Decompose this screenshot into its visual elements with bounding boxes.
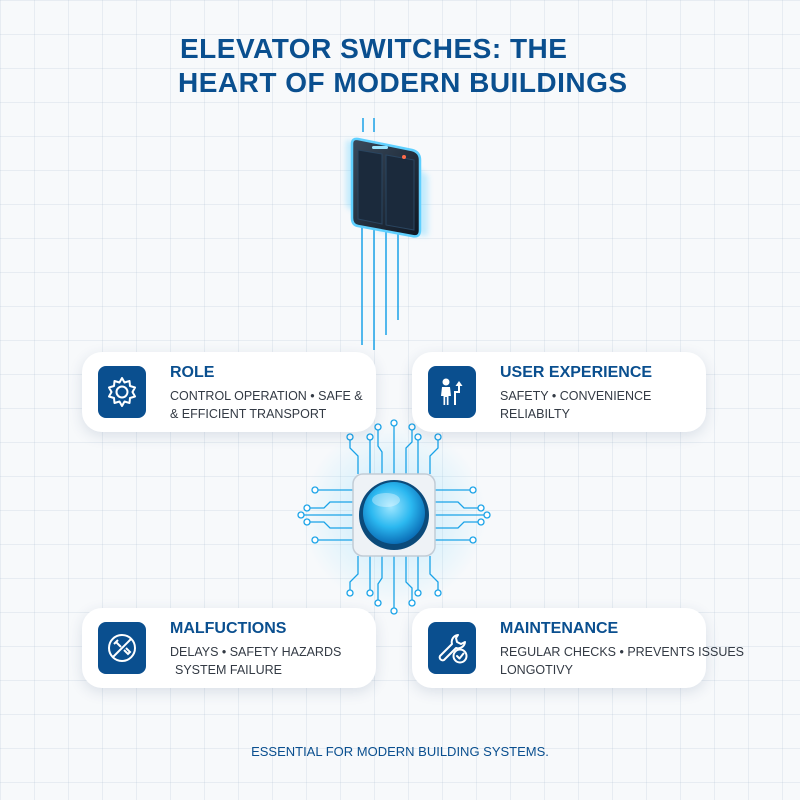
card-maintenance-heading: MAINTENANCE xyxy=(500,620,619,637)
title-line-1: ELEVATOR SWITCHES: THE xyxy=(180,33,568,64)
card-maintenance-line-1: REGULAR CHECKS • PREVENTS ISSUES xyxy=(500,645,745,659)
title-line-2: HEART OF MODERN BUILDINGS xyxy=(178,67,628,98)
circuit-button-icon xyxy=(297,419,491,615)
person-up-arrow-icon xyxy=(428,366,476,418)
wrench-check-icon xyxy=(428,622,476,674)
card-maintenance-line-2: LONGOTIVY xyxy=(500,663,573,677)
card-maintenance: MAINTENANCE REGULAR CHECKS • PREVENTS IS… xyxy=(412,608,744,688)
elevator-switch-panel-icon xyxy=(346,118,428,350)
card-user-experience-line-2: RELIABILTY xyxy=(500,407,570,421)
footer-caption: ESSENTIAL FOR MODERN BUILDING SYSTEMS. xyxy=(251,744,549,759)
card-role-line-2: & EFFICIENT TRANSPORT xyxy=(170,407,327,421)
card-role: ROLE CONTROL OPERATION • SAFE & & EFFICI… xyxy=(82,352,376,432)
card-user-experience: USER EXPERIENCE SAFETY • CONVENIENCE REL… xyxy=(412,352,706,432)
card-role-heading: ROLE xyxy=(170,364,215,381)
card-user-experience-heading: USER EXPERIENCE xyxy=(500,364,653,381)
card-malfunctions-line-1: DELAYS • SAFETY HAZARDS xyxy=(170,645,342,659)
card-malfunctions-line-2: SYSTEM FAILURE xyxy=(175,663,282,677)
no-tools-icon xyxy=(98,622,146,674)
card-role-line-1: CONTROL OPERATION • SAFE & xyxy=(170,389,363,403)
card-malfunctions: MALFUCTIONS DELAYS • SAFETY HAZARDS SYST… xyxy=(82,608,376,688)
card-user-experience-line-1: SAFETY • CONVENIENCE xyxy=(500,389,652,403)
gear-icon xyxy=(98,366,146,418)
card-malfunctions-heading: MALFUCTIONS xyxy=(170,620,287,637)
